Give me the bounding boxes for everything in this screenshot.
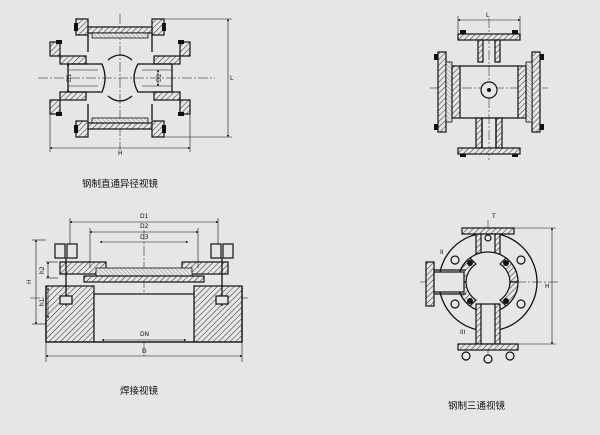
- welded-dim-d2-label: D2: [140, 223, 149, 230]
- welded-dim-d-label: D: [142, 348, 147, 355]
- welded-dim-d1-label: D1: [140, 213, 149, 220]
- caption-steel-tee: 钢制三通视镜: [448, 400, 506, 412]
- view-steel-cross: H T II III 钢制三通视镜: [420, 213, 560, 412]
- welded-dim-dn-label: DN: [140, 331, 149, 338]
- cross-dim-h-label: H: [545, 283, 550, 290]
- cross-label-iii: III: [460, 329, 466, 336]
- dim-l-label: L: [230, 75, 234, 82]
- cross-label-t: T: [491, 213, 496, 220]
- dim-h-label: H: [118, 150, 123, 157]
- tee-dim-l-label: L: [486, 12, 490, 19]
- welded-dim-h1-label: h1: [39, 298, 46, 306]
- dim-d1-label: D1: [66, 73, 73, 82]
- dim-d2-label: D2: [156, 73, 163, 82]
- welded-dim-h2-label: h2: [39, 266, 46, 274]
- cross-label-ii: II: [440, 249, 444, 256]
- view-steel-tee: L: [430, 12, 548, 160]
- view-steel-reducing: D1 D2 L H 钢制直通异径视镜: [38, 14, 234, 190]
- caption-welded: 焊接视镜: [120, 385, 159, 397]
- welded-dim-h-label: H: [26, 279, 33, 284]
- welded-dim-d3-label: D3: [140, 234, 149, 241]
- caption-steel-reducing: 钢制直通异径视镜: [82, 178, 159, 190]
- view-welded: D1 D2 D3 DN D H h2 h1 焊接视镜: [26, 213, 250, 397]
